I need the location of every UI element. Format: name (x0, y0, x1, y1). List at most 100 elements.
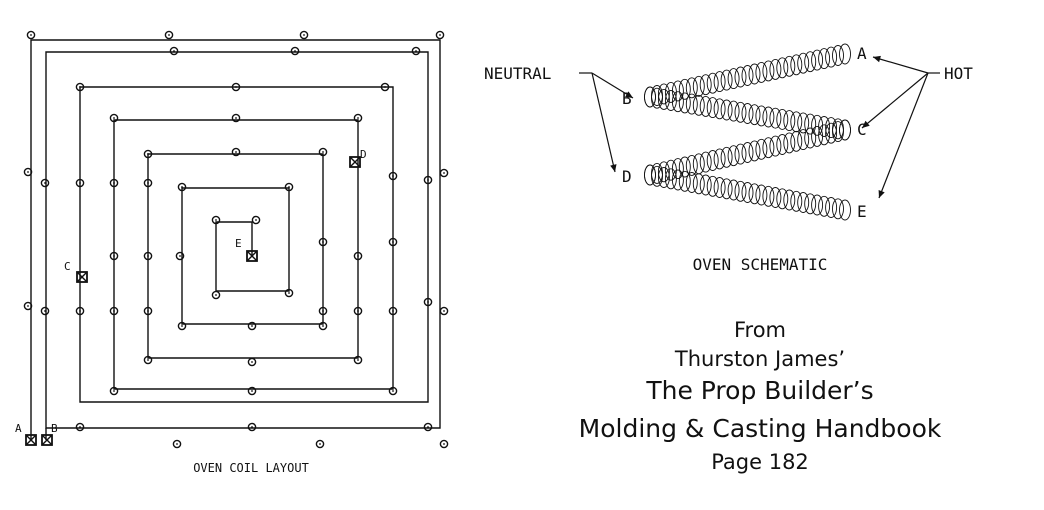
coil-terminal-b-label: B (51, 422, 58, 435)
coil-winding (776, 57, 789, 79)
screw-terminal (251, 215, 261, 225)
coil-winding (734, 180, 747, 202)
coil-winding (825, 46, 838, 68)
coil-winding (839, 199, 851, 221)
connection-terminal-x (41, 434, 53, 446)
screw-terminal (26, 30, 36, 40)
screw-terminal (423, 297, 433, 307)
screw-terminal-center (294, 50, 296, 52)
screw-terminal (439, 439, 449, 449)
screw-terminal-center (322, 151, 324, 153)
coil-winding (664, 168, 677, 190)
coil-winding (811, 194, 824, 216)
coil-path (30, 39, 441, 440)
schematic-terminal-e-label: E (857, 202, 867, 221)
connection-terminal-x (349, 156, 361, 168)
screw-terminal (388, 306, 398, 316)
screw-terminal (175, 251, 185, 261)
coil-winding (741, 65, 754, 86)
connection-terminal (246, 250, 258, 262)
credit-book-title-line1: The Prop Builder’s (646, 376, 874, 405)
coil-winding (783, 189, 796, 211)
coil-winding (734, 143, 747, 165)
coil-winding (657, 161, 670, 183)
coil-winding (790, 54, 803, 76)
pointer-head (873, 55, 881, 63)
coil-winding (762, 106, 775, 128)
coil-winding (720, 146, 733, 168)
coil-winding (797, 129, 810, 151)
coil-winding (776, 134, 789, 155)
hot-label: HOT (944, 64, 973, 83)
coil-winding (825, 117, 838, 139)
screw-terminal (423, 175, 433, 185)
coil-winding (811, 49, 824, 71)
screw-terminal (75, 178, 85, 188)
screw-terminal-center (79, 86, 81, 88)
schematic-terminal-a-label: A (857, 44, 867, 63)
coil-winding (692, 94, 705, 116)
coil-winding (671, 158, 684, 180)
coil-winding (825, 197, 838, 218)
coil-winding (783, 55, 796, 77)
screw-terminal-center (147, 255, 149, 257)
connection-terminal-x (25, 434, 37, 446)
credit-page: Page 182 (711, 450, 809, 474)
screw-terminal (75, 422, 85, 432)
screw-terminal (353, 355, 363, 365)
screw-terminal-center (27, 171, 29, 173)
screw-terminal-center (357, 117, 359, 119)
coil-winding (727, 145, 740, 167)
screw-terminal-center (235, 151, 237, 153)
pointer-line (872, 56, 929, 74)
coil-winding (657, 88, 670, 110)
screw-terminal (318, 237, 328, 247)
screw-terminal (247, 321, 257, 331)
coil-winding (818, 48, 831, 70)
coil-winding (685, 172, 698, 193)
screw-terminal (164, 30, 174, 40)
screw-terminal-center (44, 310, 46, 312)
coil-winding (804, 193, 817, 215)
coil-winding (713, 98, 726, 120)
coil-winding (699, 74, 712, 96)
coil-winding (678, 92, 691, 114)
screw-terminal (75, 82, 85, 92)
screw-terminal (290, 46, 300, 56)
screw-terminal (143, 355, 153, 365)
screw-terminal-center (427, 426, 429, 428)
connection-terminal-x (76, 271, 88, 283)
screw-terminal (23, 167, 33, 177)
screw-terminal (40, 306, 50, 316)
screw-terminal-center (427, 301, 429, 303)
coil-winding (671, 91, 684, 113)
coil-winding (706, 97, 719, 119)
screw-terminal (247, 386, 257, 396)
screw-terminal (143, 251, 153, 261)
screw-terminal-center (113, 182, 115, 184)
coil-terminal-a-label: A (15, 422, 22, 435)
schematic-caption: OVEN SCHEMATIC (693, 255, 828, 274)
screw-terminal-center (176, 443, 178, 445)
coil-terminal-c-label: C (64, 260, 71, 273)
screw-terminal (439, 306, 449, 316)
screw-terminal (172, 439, 182, 449)
coil-winding (727, 179, 740, 201)
screw-terminal-center (415, 50, 417, 52)
screw-terminal (353, 113, 363, 123)
coil-winding (741, 142, 754, 163)
screw-terminal-center (173, 50, 175, 52)
screw-terminal (299, 30, 309, 40)
coil-winding (790, 130, 803, 152)
coil-winding (741, 182, 754, 203)
screw-terminal-center (303, 34, 305, 36)
coil-winding (748, 63, 761, 85)
screw-terminal (231, 147, 241, 157)
screw-terminal-center (255, 219, 257, 221)
screw-terminal-center (392, 175, 394, 177)
screw-terminal (435, 30, 445, 40)
screw-terminal (423, 422, 433, 432)
connection-terminal (349, 156, 361, 168)
screw-terminal-center (79, 426, 81, 428)
screw-terminal-center (179, 255, 181, 257)
